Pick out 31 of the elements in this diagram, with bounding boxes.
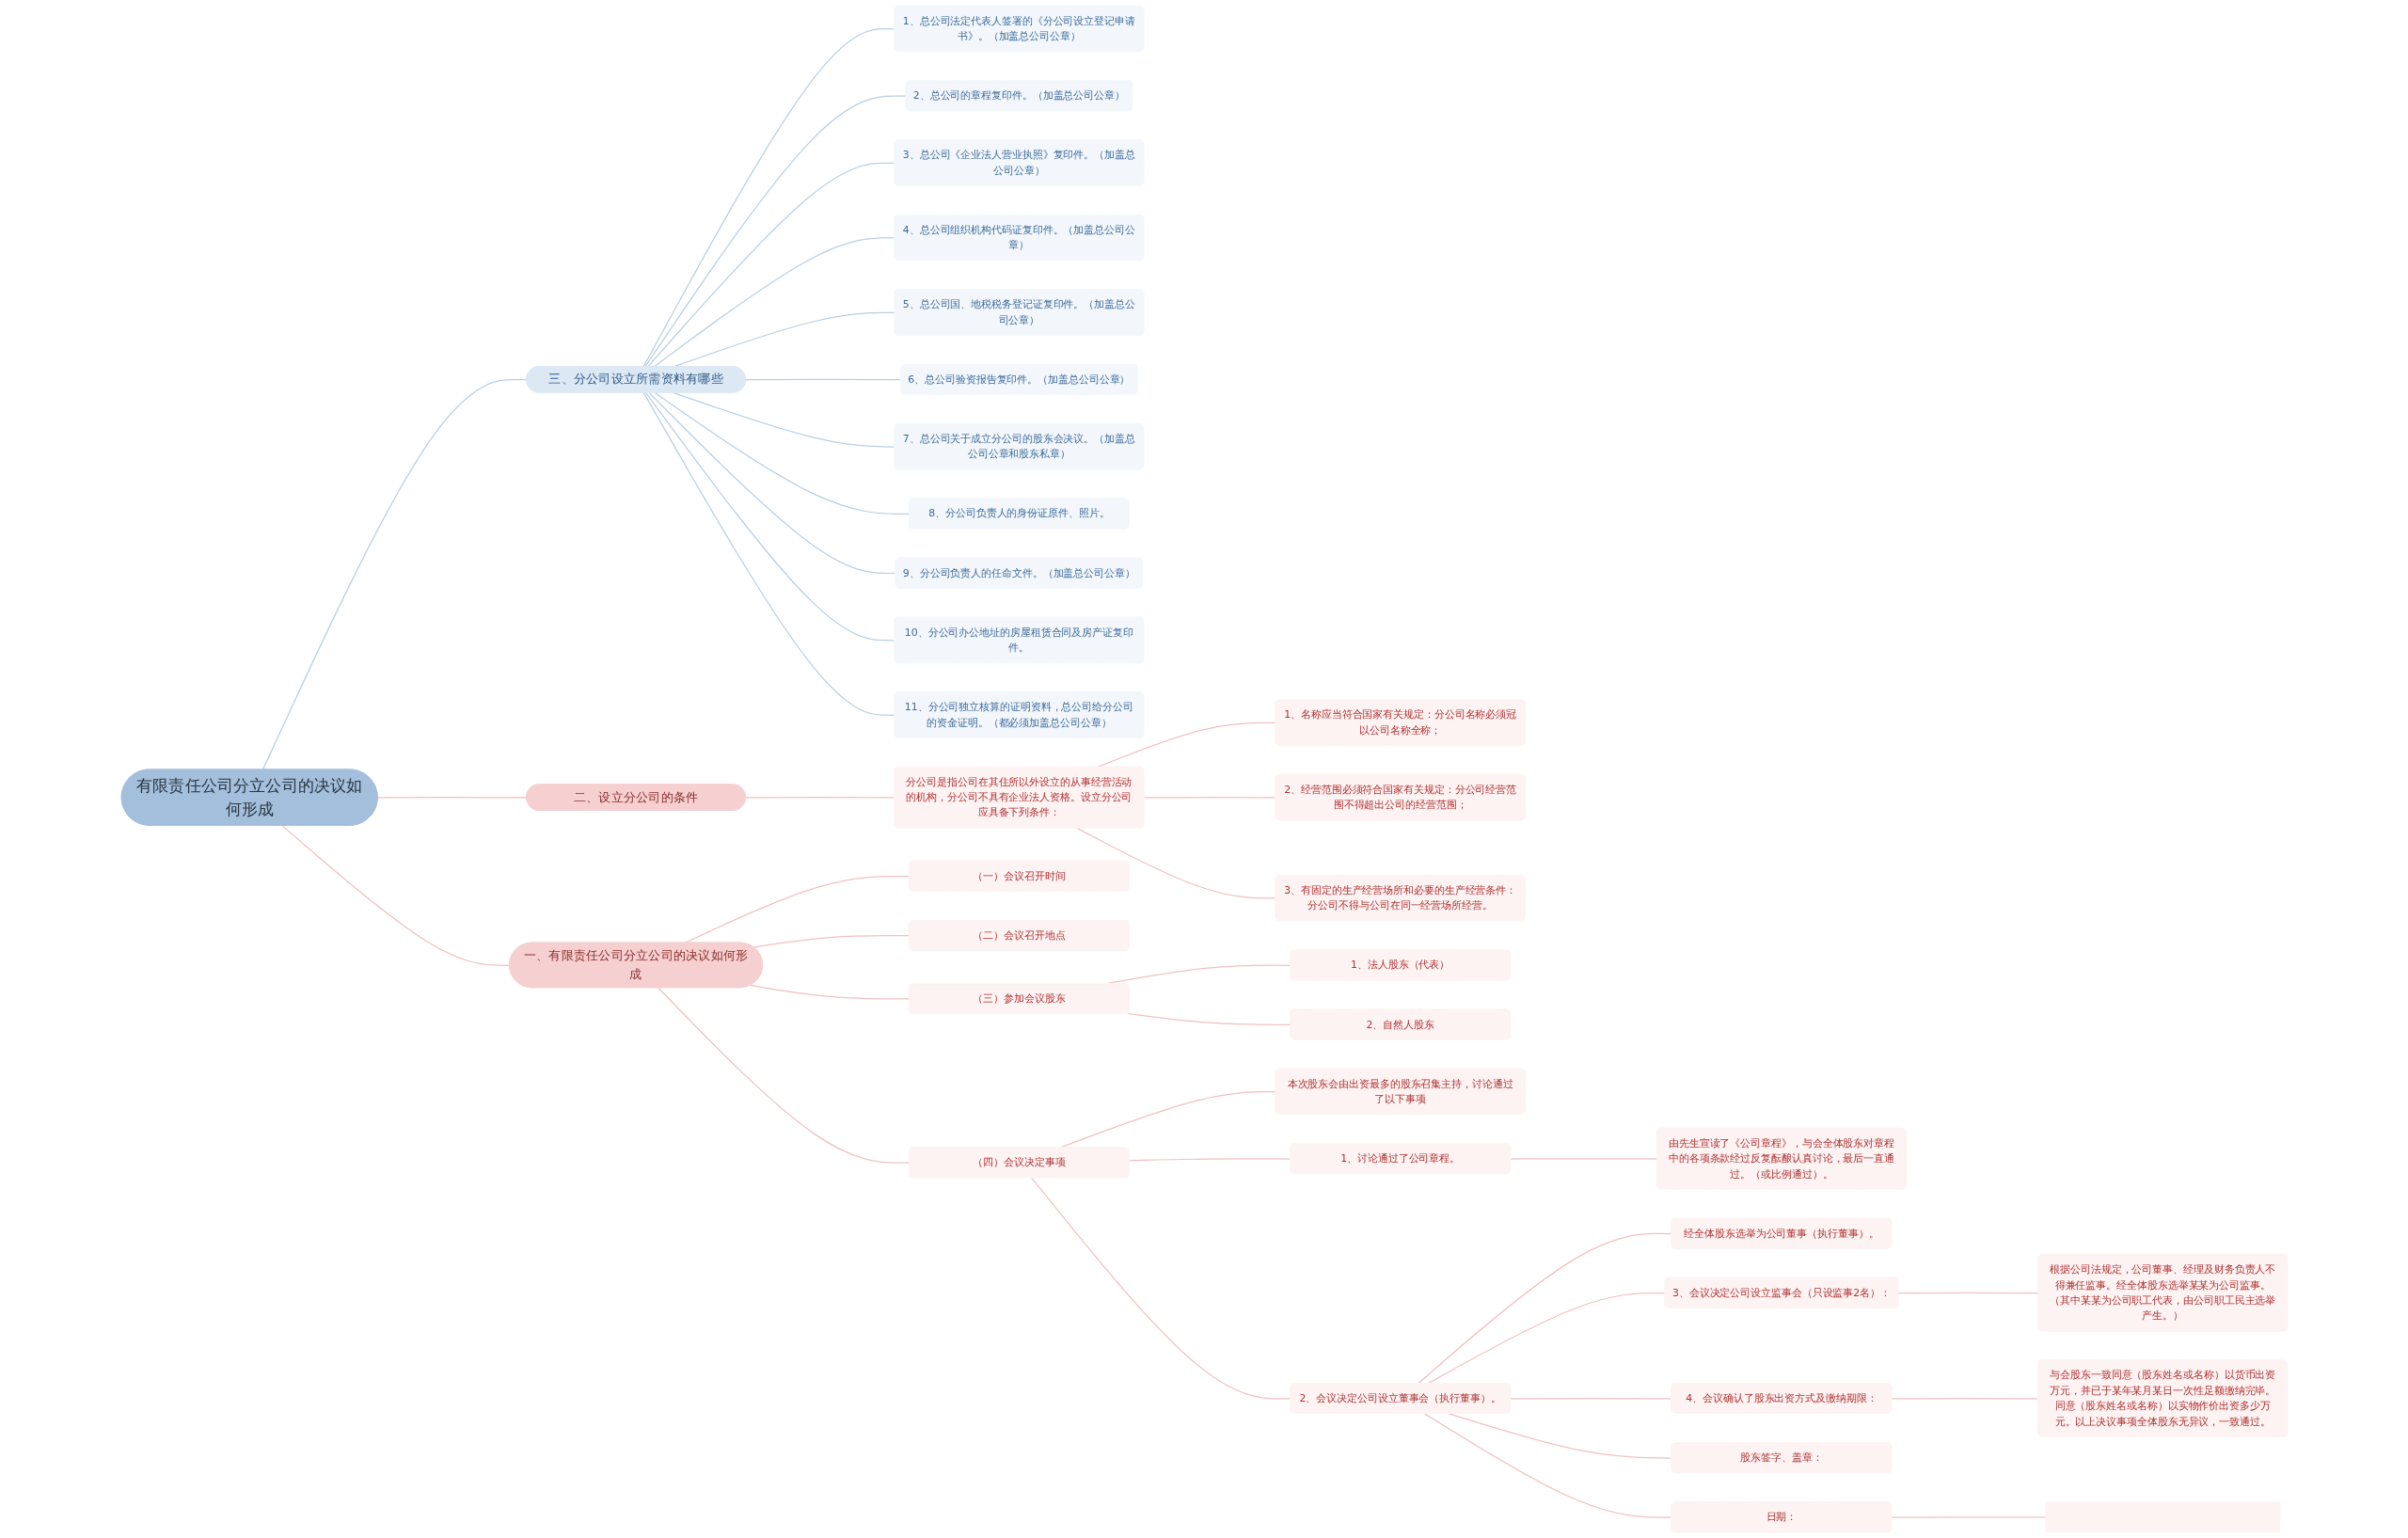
- connector: [644, 391, 895, 642]
- connector: [1126, 1012, 1291, 1026]
- connector: [744, 797, 895, 799]
- connector: [1509, 1158, 1657, 1160]
- connector: [642, 391, 895, 716]
- connector: [1423, 1413, 1672, 1518]
- connector: [749, 984, 910, 1000]
- connector: [280, 825, 511, 966]
- connector: [646, 162, 895, 368]
- connector: [654, 391, 910, 515]
- node-box: [2044, 1501, 2280, 1533]
- connector: [261, 379, 528, 770]
- connector: [1075, 827, 1276, 899]
- connector: [1891, 1516, 2046, 1518]
- connector: [1891, 1398, 2039, 1400]
- connector: [376, 797, 528, 799]
- connector: [653, 237, 895, 368]
- connector: [643, 95, 907, 368]
- connector: [1128, 1158, 1291, 1162]
- connector: [1143, 797, 1276, 799]
- connector: [1417, 1232, 1672, 1385]
- connector: [648, 391, 896, 575]
- connector: [1509, 1398, 1672, 1400]
- connector: [673, 391, 895, 448]
- connector: [1448, 1413, 1672, 1459]
- connector: [642, 28, 895, 368]
- connector: [744, 378, 902, 381]
- connector: [657, 987, 910, 1164]
- connector: [1030, 1177, 1291, 1400]
- connector: [1897, 1292, 2039, 1294]
- connector: [752, 935, 910, 948]
